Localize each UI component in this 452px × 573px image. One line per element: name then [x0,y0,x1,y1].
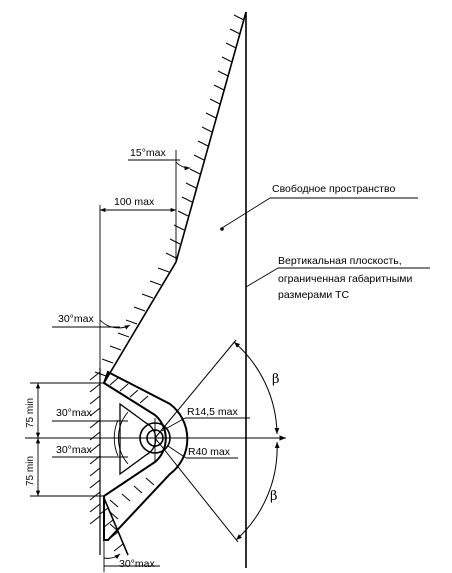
inner-opening [119,402,157,476]
arm-angle-arc-2 [113,419,119,457]
beta-lower-label: β [270,489,278,504]
angle-mid-arc [99,319,131,330]
radius-large-label: R40 max [188,446,231,458]
radius-small-label: R14,5 max [187,406,239,418]
lower-wall-hatching [99,507,124,552]
left-wall-hatching [89,371,101,525]
vertical-plane-leader [245,267,279,288]
coupling-arm-outline [102,370,189,541]
vertical-plane-label-3: размерами ТС [278,289,350,301]
arm-hatching [109,377,155,532]
angle-mid-label: 30°max [58,313,94,325]
width-top-label: 100 max [114,196,155,208]
radius-small-leader [161,417,186,432]
beta-ray-upper [154,339,237,439]
angle-lower-arm-label: 30°max [56,444,92,456]
vertical-plane-label-2: ограниченная габаритными [278,273,412,285]
radius-large-leader [167,445,187,459]
angle-bottom-label: 30°max [119,558,155,570]
angle-upper-arm-label: 30°max [56,407,92,419]
vertical-plane-label-1: Вертикальная плоскость, [278,255,402,267]
angle-top-label: 15°max [130,147,166,159]
beta-arc-lower [235,441,280,541]
angle-top-arc [175,161,191,171]
dim-upper-label: 75 min [25,398,36,428]
free-space-leader [221,197,271,229]
beta-upper-label: β [272,372,280,387]
beta-ray-lower [154,437,239,543]
free-space-label: Свободное пространство [272,183,395,195]
arm-angle-arc [118,411,129,465]
free-space-dot [220,227,224,231]
upper-wall-hatching [94,14,245,377]
beta-arc-upper [233,341,280,435]
lower-wall-line [103,497,129,556]
angle-bottom-arc [103,553,121,560]
dim-lower-label: 75 min [25,456,36,486]
